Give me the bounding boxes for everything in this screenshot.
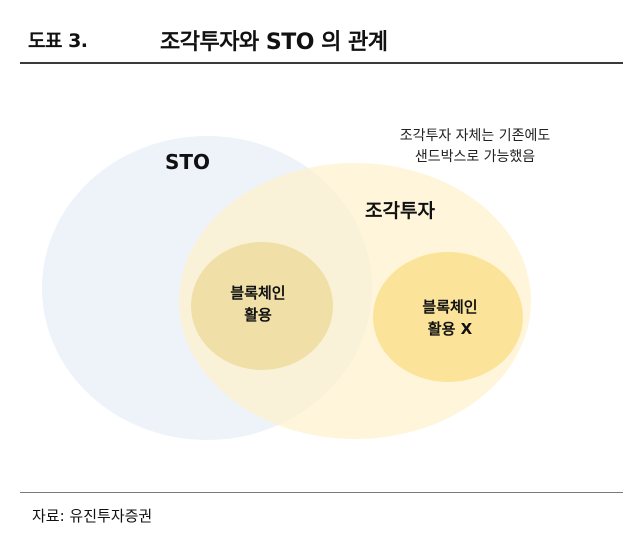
label-line: 활용 X	[427, 320, 473, 338]
figure-footer: 자료: 유진투자증권	[20, 492, 623, 533]
source-text: 자료: 유진투자증권	[32, 507, 153, 525]
figure-title: 조각투자와 STO 의 관계	[160, 30, 388, 55]
fractional-investment-label: 조각투자	[365, 200, 435, 222]
note-line: 샌드박스로 가능했음	[414, 149, 536, 165]
label-line: 활용	[244, 306, 272, 324]
blockchain-not-used-label: 블록체인 활용 X	[400, 296, 500, 340]
note-line: 조각투자 자체는 기존에도	[399, 128, 551, 144]
figure-number: 도표 3.	[28, 30, 88, 52]
label-line: 블록체인	[230, 284, 286, 302]
blockchain-used-label: 블록체인 활용	[208, 282, 308, 326]
blockchain-not-used-circle	[373, 252, 523, 382]
figure-header: 도표 3. 조각투자와 STO 의 관계	[20, 14, 623, 64]
note-text: 조각투자 자체는 기존에도 샌드박스로 가능했음	[360, 126, 590, 168]
sto-label: STO	[165, 150, 211, 174]
label-line: 블록체인	[422, 298, 478, 316]
blockchain-used-circle	[191, 242, 333, 370]
